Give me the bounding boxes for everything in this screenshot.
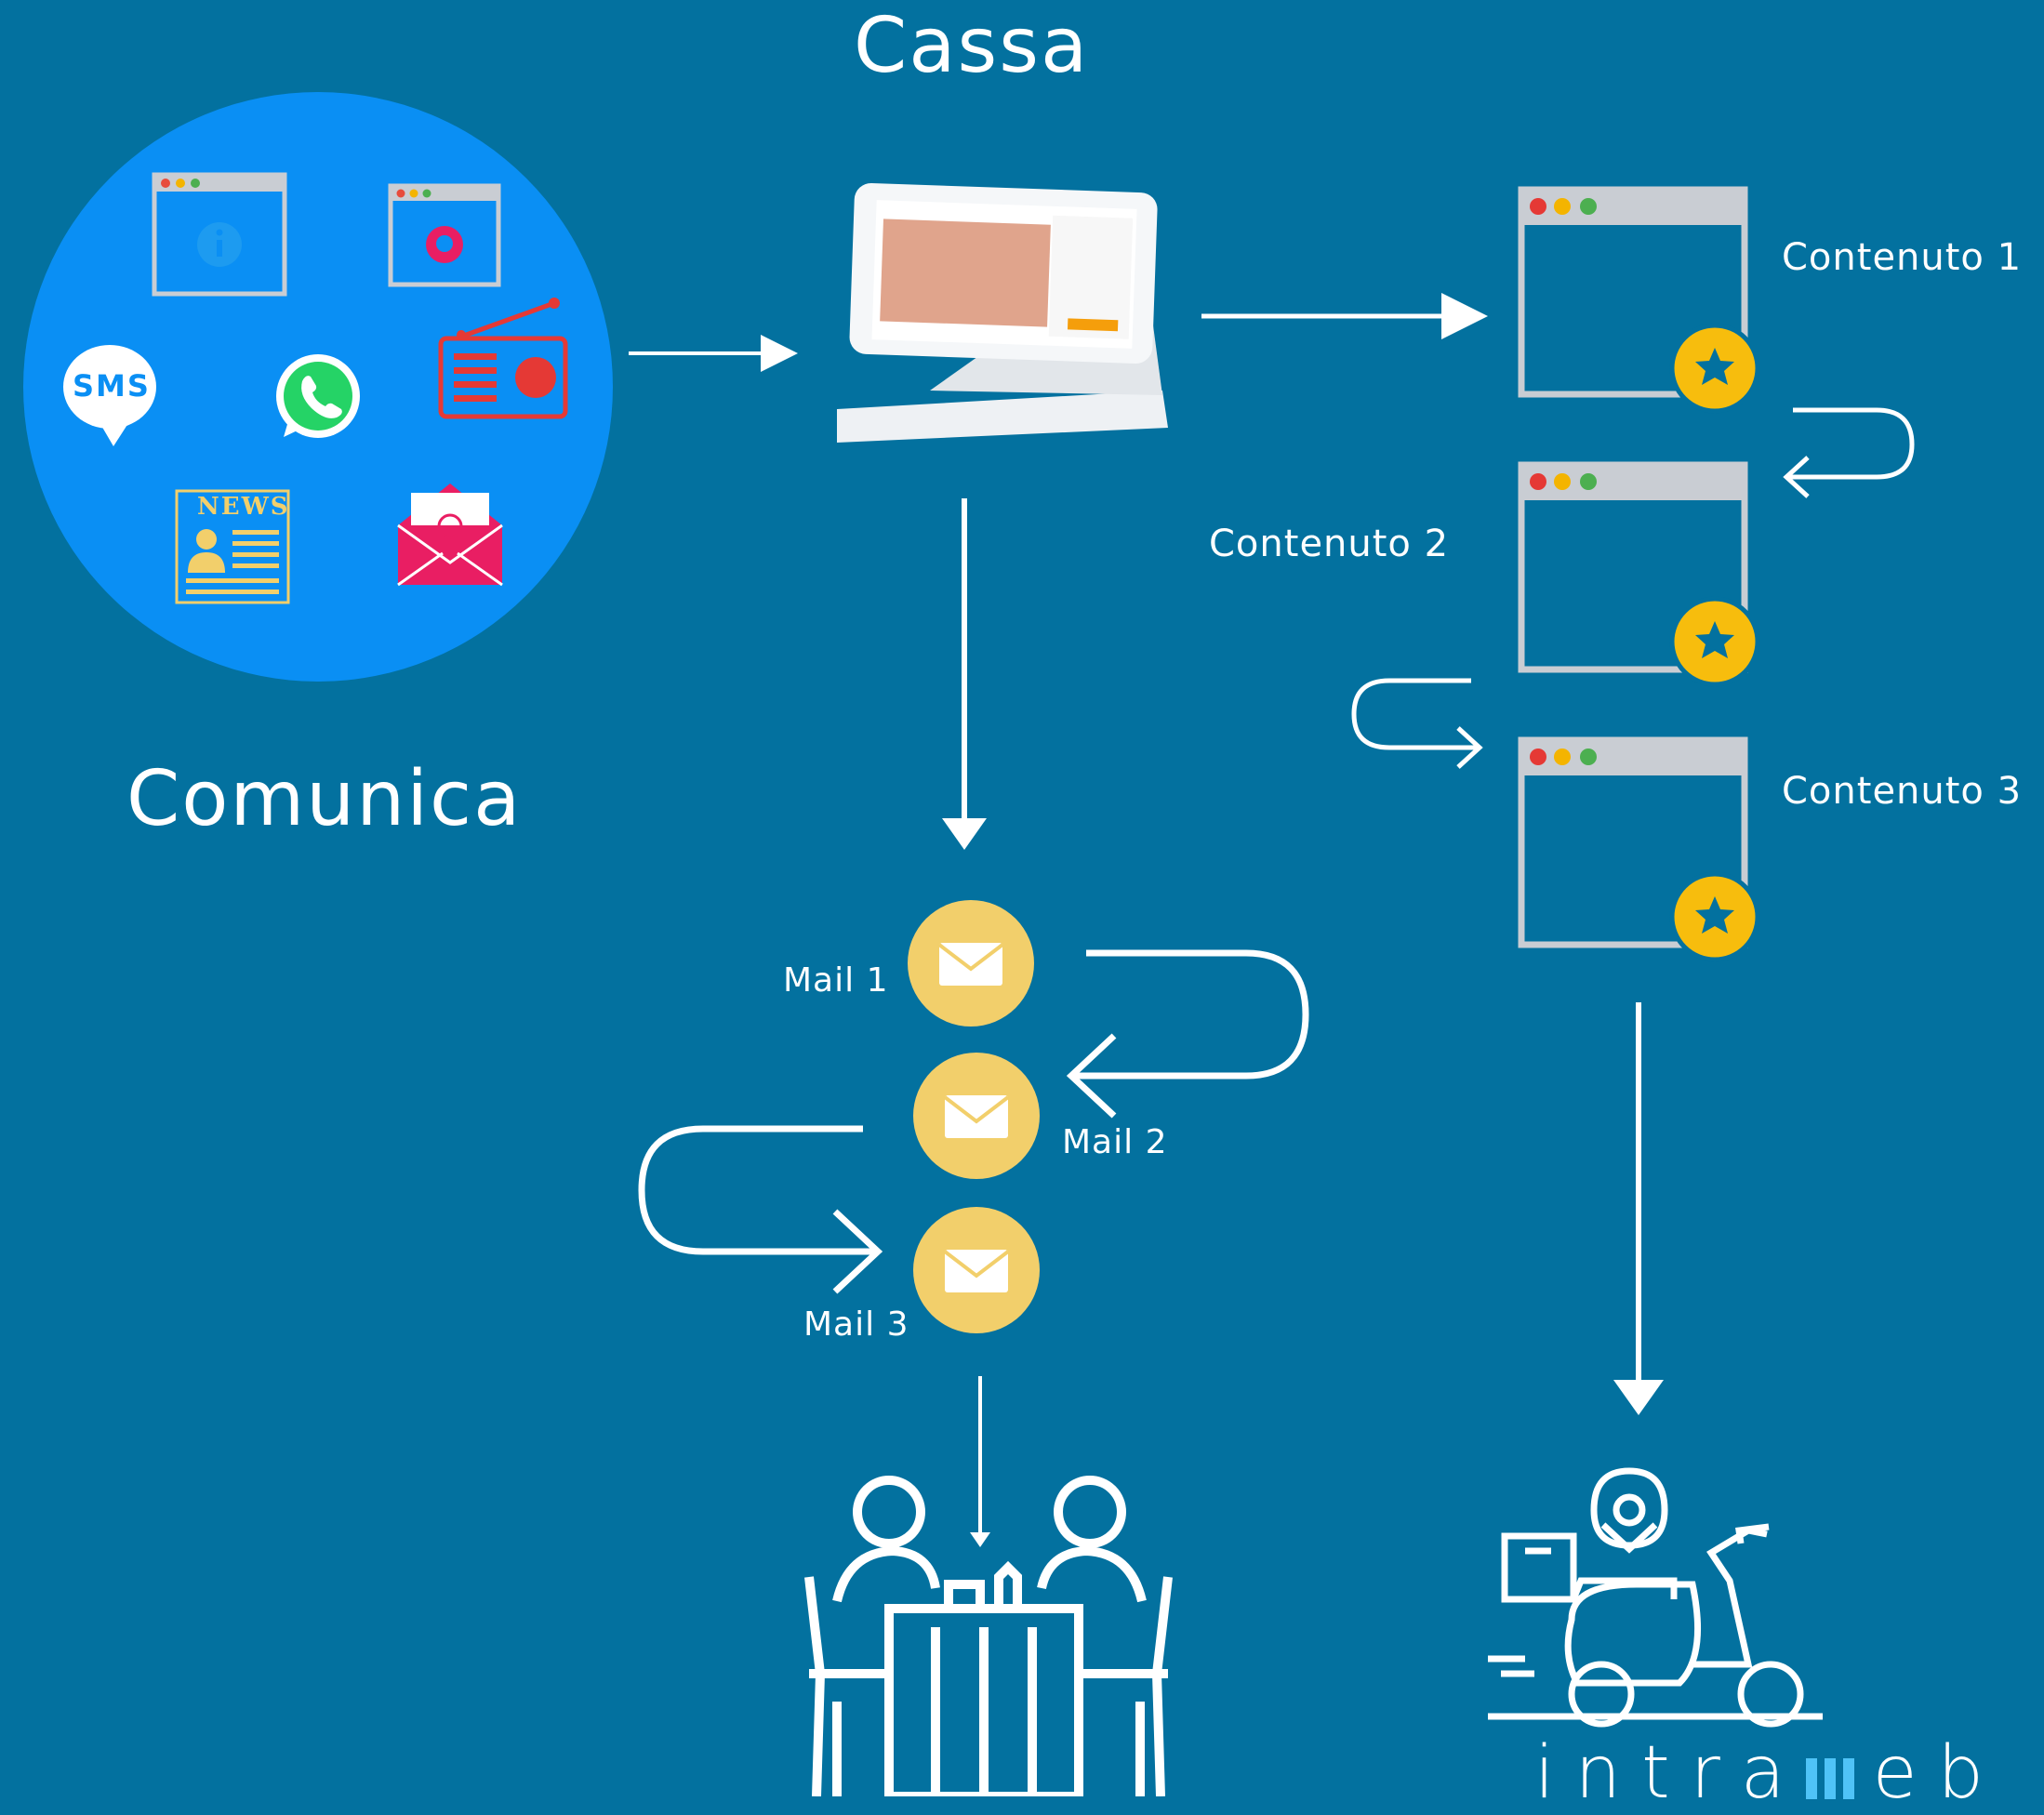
restaurant-table-icon bbox=[804, 1476, 1173, 1796]
whatsapp-icon bbox=[276, 354, 360, 438]
cassa-title: Cassa bbox=[854, 2, 1090, 90]
content-loop-arrow-1 bbox=[1783, 407, 1915, 498]
comunica-title: Comunica bbox=[126, 755, 523, 843]
mail-3-label: Mail 3 bbox=[803, 1305, 909, 1344]
mail-bubble-1 bbox=[908, 900, 1034, 1027]
arrowhead-mail-to-restaurant bbox=[970, 1532, 990, 1547]
sms-icon bbox=[63, 345, 156, 446]
radio-icon bbox=[438, 298, 568, 419]
content-browser-2 bbox=[1518, 461, 1760, 687]
email-envelope-icon bbox=[397, 484, 503, 587]
content-3-label: Contenuto 3 bbox=[1782, 770, 2023, 813]
content-2-label: Contenuto 2 bbox=[1209, 523, 1450, 565]
browser-info-icon bbox=[152, 172, 287, 297]
mail-loop-arrow-1 bbox=[1066, 949, 1309, 1119]
news-label: NEWS bbox=[197, 493, 290, 521]
mail-loop-arrow-2 bbox=[638, 1125, 883, 1294]
arrowhead-cassa-to-mail bbox=[942, 818, 987, 850]
content-loop-arrow-2 bbox=[1351, 678, 1483, 769]
browser-location-icon bbox=[388, 183, 501, 287]
content-browser-3 bbox=[1518, 736, 1760, 962]
delivery-scooter-icon bbox=[1488, 1467, 1823, 1728]
newspaper-icon bbox=[175, 489, 290, 604]
brand-w-mark bbox=[1805, 1758, 1856, 1799]
mail-bubble-3 bbox=[913, 1207, 1040, 1333]
sms-label: SMS bbox=[73, 368, 151, 404]
mail-1-label: Mail 1 bbox=[783, 961, 889, 1000]
content-1-label: Contenuto 1 bbox=[1782, 236, 2023, 279]
brand-suffix: eb bbox=[1872, 1731, 2005, 1815]
intraweb-logo: intra eb bbox=[1534, 1731, 2004, 1815]
mail-2-label: Mail 2 bbox=[1062, 1123, 1168, 1161]
brand-prefix: intra bbox=[1534, 1731, 1806, 1815]
pos-terminal-icon bbox=[837, 182, 1168, 443]
content-browser-1 bbox=[1518, 186, 1760, 414]
arrowhead-content-to-delivery bbox=[1613, 1380, 1664, 1415]
mail-bubble-2 bbox=[913, 1053, 1040, 1179]
